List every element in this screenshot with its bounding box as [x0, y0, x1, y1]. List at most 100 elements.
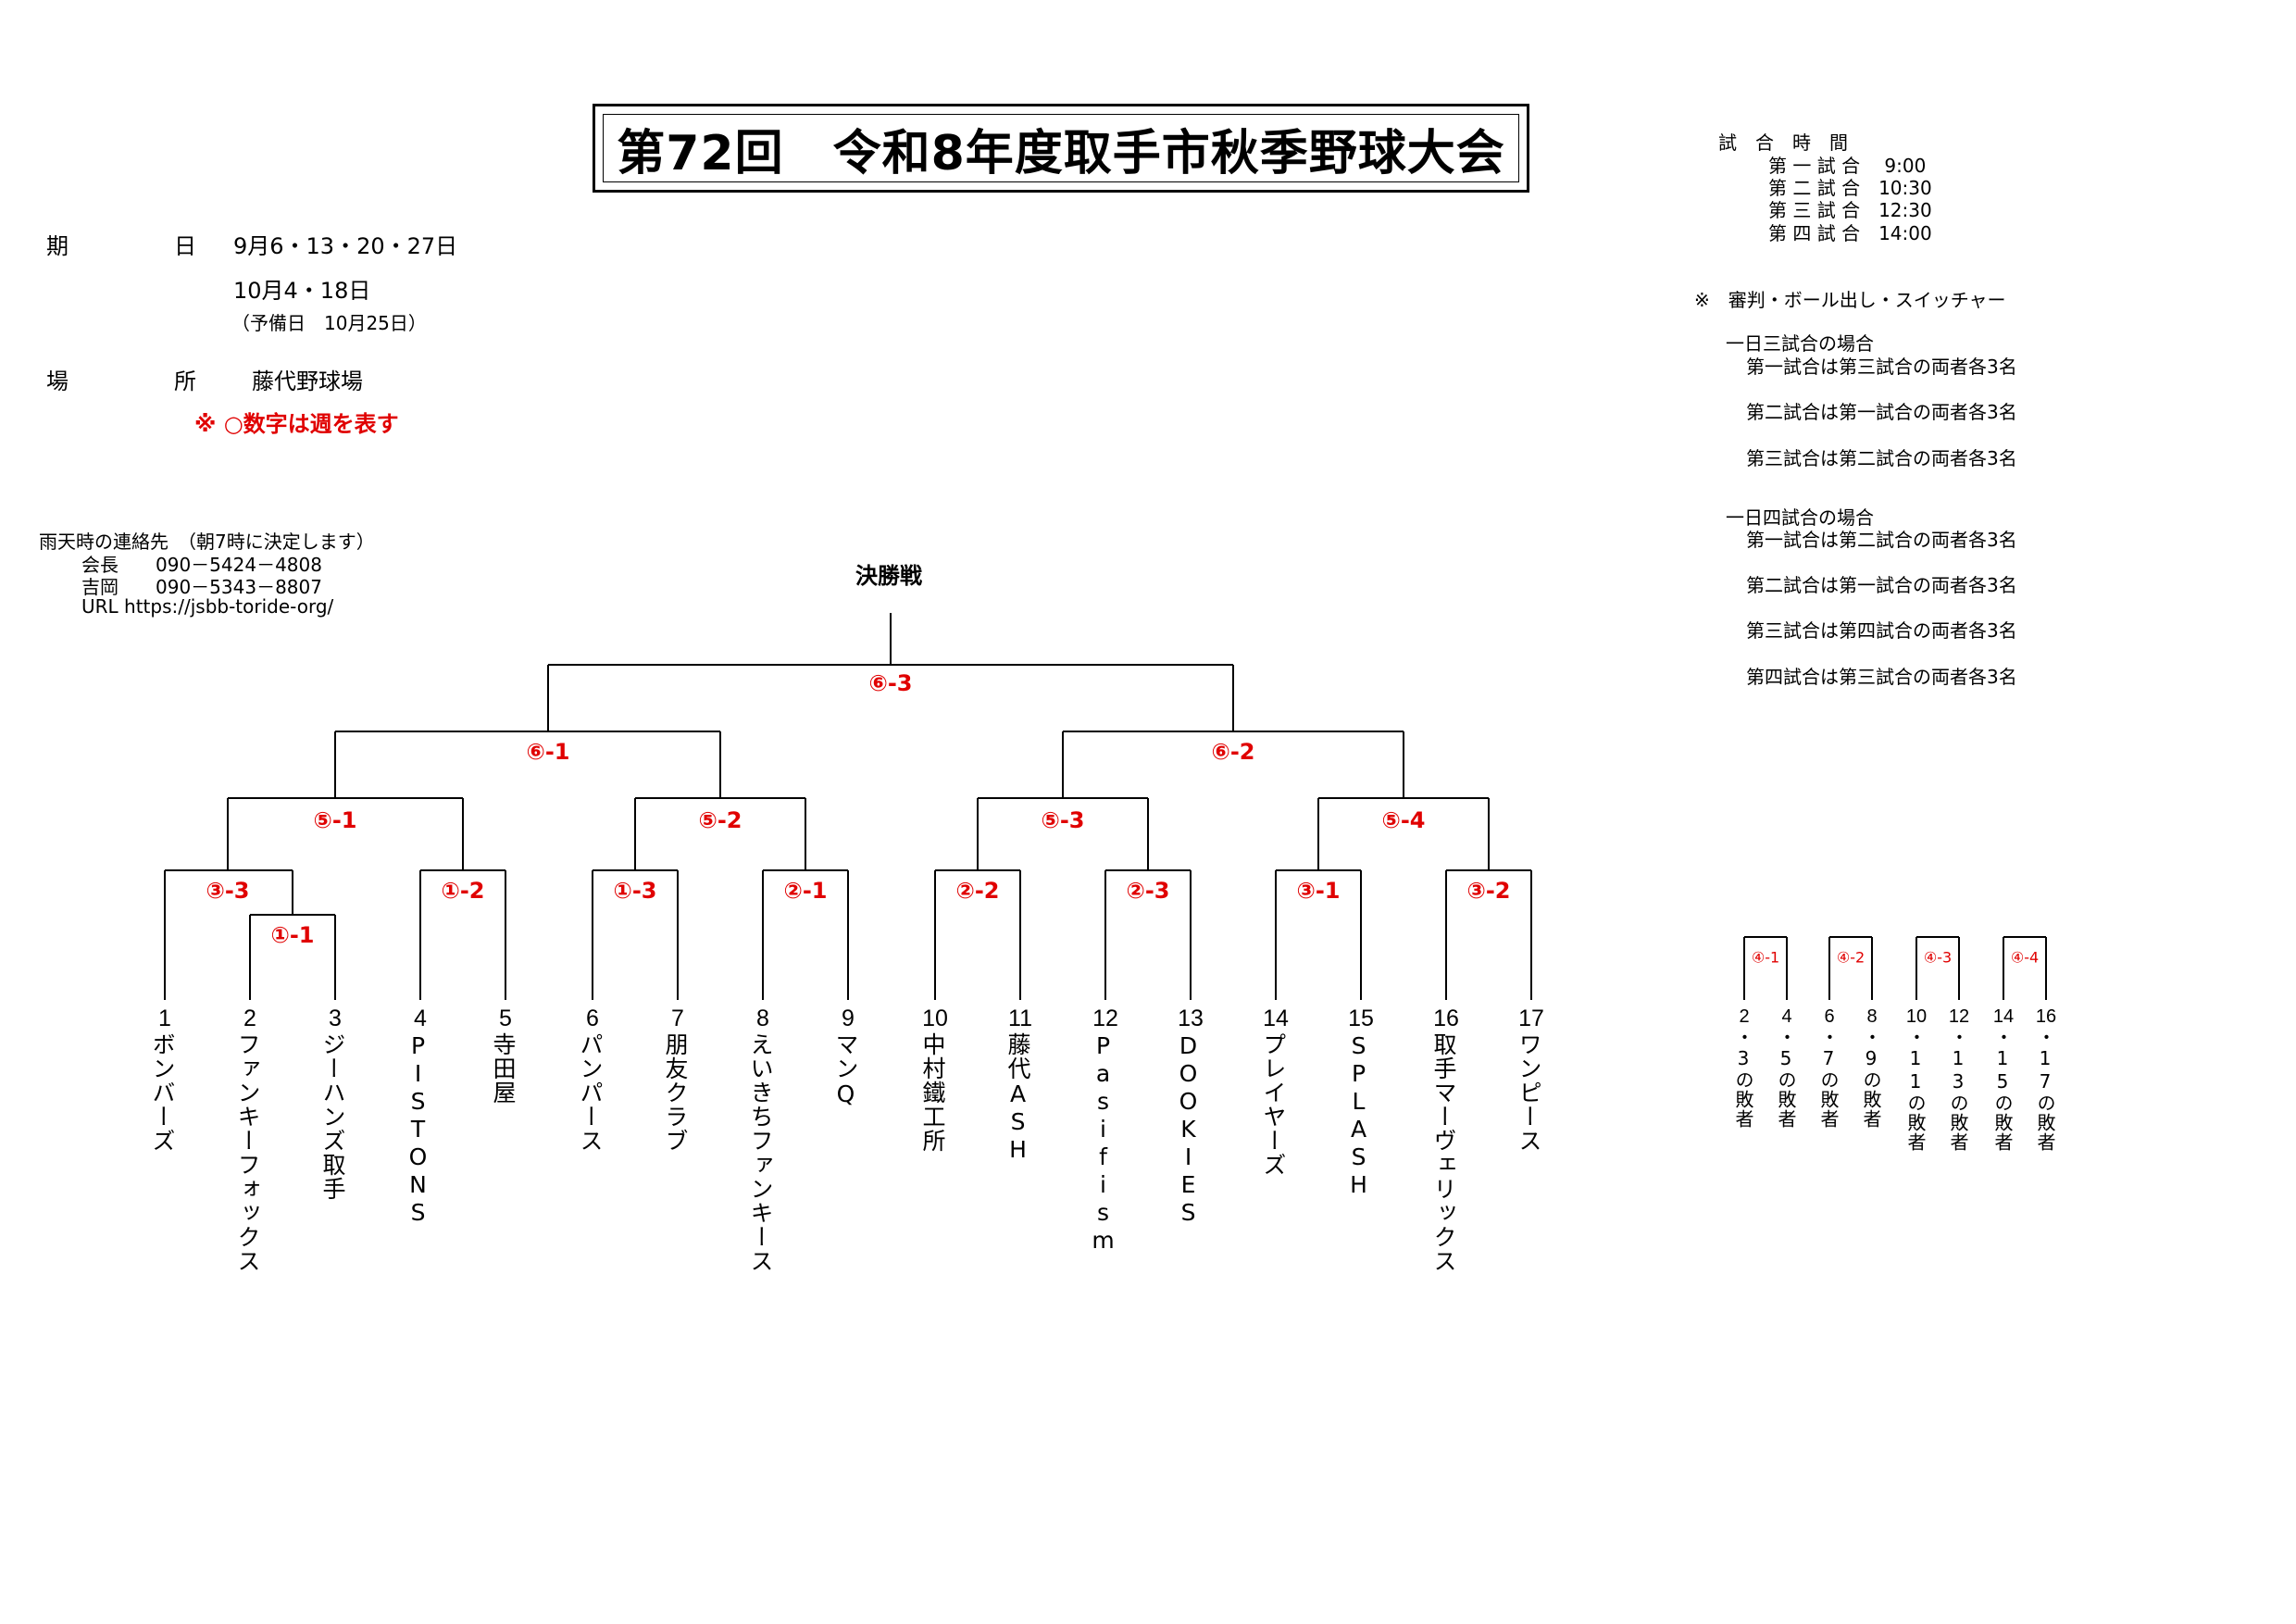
- contact-url: URL https://jsbb-toride-org/: [81, 595, 334, 618]
- match-5-3: ⑤-3: [1041, 807, 1085, 833]
- consolation-entry-2: 4・5の敗者: [1775, 1006, 1799, 1129]
- entry-number: 12: [1948, 1006, 1970, 1027]
- consolation-entry-3: 6・7の敗者: [1817, 1006, 1841, 1129]
- final-label: 決勝戦: [855, 563, 922, 589]
- team-number: 16: [1433, 1006, 1459, 1031]
- team-number: 11: [1008, 1006, 1032, 1031]
- match-3-1: ③-1: [1296, 878, 1341, 904]
- entry-number: 14: [1992, 1006, 2015, 1027]
- four-games-rule-4: 第四試合は第三試合の両者各3名: [1746, 666, 2017, 688]
- match-2-2: ②-2: [955, 878, 1000, 904]
- dates-line-2: 10月4・18日: [233, 278, 371, 304]
- match-1-3: ①-3: [613, 878, 657, 904]
- dates-line-1: 9月6・13・20・27日: [233, 233, 458, 259]
- time-row-2: 第 二 試 合 10:30: [1768, 177, 1932, 199]
- contact-line-1: 会長 090－5424－4808: [81, 554, 322, 576]
- consolation-entry-8: 16・17の敗者: [2034, 1006, 2058, 1152]
- team-number: 17: [1518, 1006, 1544, 1031]
- entry-text: ・7の敗者: [1817, 1028, 1840, 1129]
- three-games-rule-2: 第二試合は第一試合の両者各3名: [1746, 401, 2017, 423]
- entry-number: 16: [2035, 1006, 2057, 1027]
- entry-number: 10: [1905, 1006, 1928, 1027]
- team-name: 藤代ASH: [1004, 1032, 1031, 1164]
- consolation-entry-6: 12・13の敗者: [1947, 1006, 1971, 1152]
- team-number: 15: [1348, 1006, 1374, 1031]
- team-number: 4: [414, 1006, 427, 1031]
- team-name: ボンバーズ: [149, 1032, 176, 1153]
- team-name: ワンピース: [1516, 1032, 1542, 1153]
- entry-number: 8: [1866, 1006, 1878, 1027]
- match-5-1: ⑤-1: [313, 807, 357, 833]
- team-number: 2: [243, 1006, 256, 1031]
- team-name: DOOKIES: [1175, 1032, 1202, 1227]
- team-name: ジーハンズ取手: [319, 1032, 346, 1201]
- match-3-3: ③-3: [206, 878, 250, 904]
- consolation-entry-4: 8・9の敗者: [1860, 1006, 1884, 1129]
- entry-text: ・11の敗者: [1904, 1028, 1927, 1152]
- umpire-header: ※ 審判・ボール出し・スイッチャー: [1694, 289, 2006, 311]
- entry-number: 4: [1781, 1006, 1792, 1027]
- team-name: 中村鐵工所: [919, 1032, 946, 1153]
- team-name: ファンキーフォックス: [234, 1032, 261, 1273]
- contact-header: 雨天時の連絡先 （朝7時に決定します）: [39, 531, 375, 553]
- match-2-1: ②-1: [783, 878, 828, 904]
- four-games-rule-1: 第一試合は第二試合の両者各3名: [1746, 529, 2017, 551]
- time-row-3: 第 三 試 合 12:30: [1768, 199, 1932, 221]
- title-inner-border: 第72回 令和8年度取手市秋季野球大会: [603, 114, 1519, 182]
- consolation-match-4-4: ④-4: [2010, 948, 2040, 967]
- entry-text: ・17の敗者: [2034, 1028, 2056, 1152]
- team-number: 10: [922, 1006, 948, 1031]
- team-number: 5: [499, 1006, 512, 1031]
- four-games-rule-2: 第二試合は第一試合の両者各3名: [1746, 574, 2017, 596]
- team-number: 9: [842, 1006, 855, 1031]
- contact-line-2: 吉岡 090－5343－8807: [81, 576, 322, 598]
- entry-number: 2: [1739, 1006, 1750, 1027]
- three-games-rule-1: 第一試合は第三試合の両者各3名: [1746, 356, 2017, 378]
- consolation-match-4-1: ④-1: [1751, 948, 1780, 967]
- entry-text: ・15の敗者: [1991, 1028, 2014, 1152]
- date-label-2: 日: [174, 233, 196, 259]
- match-2-3: ②-3: [1126, 878, 1170, 904]
- match-1-1: ①-1: [270, 922, 315, 948]
- entry-number: 6: [1824, 1006, 1835, 1027]
- consolation-match-4-2: ④-2: [1836, 948, 1866, 967]
- consolation-entry-7: 14・15の敗者: [1991, 1006, 2015, 1152]
- team-number: 8: [756, 1006, 769, 1031]
- match-3-2: ③-2: [1466, 878, 1511, 904]
- team-name: えいきちファンキース: [747, 1032, 774, 1273]
- match-6-1: ⑥-1: [526, 739, 570, 765]
- team-name: 取手マーヴェリックス: [1430, 1032, 1457, 1273]
- team-number: 1: [158, 1006, 171, 1031]
- team-number: 14: [1263, 1006, 1289, 1031]
- page-title: 第72回 令和8年度取手市秋季野球大会: [617, 125, 1505, 181]
- team-number: 12: [1092, 1006, 1118, 1031]
- team-number: 7: [671, 1006, 684, 1031]
- entry-text: ・3の敗者: [1732, 1028, 1754, 1129]
- four-games-rule-3: 第三試合は第四試合の両者各3名: [1746, 619, 2017, 642]
- match-5-2: ⑤-2: [698, 807, 742, 833]
- date-label: 期: [46, 233, 69, 259]
- team-name: パンパース: [577, 1032, 604, 1153]
- team-number: 3: [329, 1006, 342, 1031]
- consolation-match-4-3: ④-3: [1923, 948, 1953, 967]
- team-name: SPLASH: [1345, 1032, 1372, 1199]
- consolation-entry-5: 10・11の敗者: [1904, 1006, 1928, 1152]
- dates-note: （予備日 10月25日）: [231, 312, 427, 334]
